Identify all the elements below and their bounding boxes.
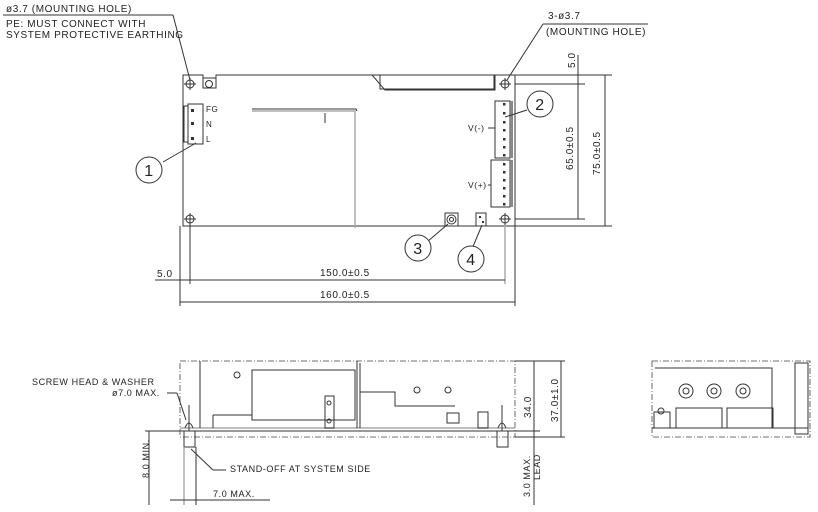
dim-component-height: 34.0 [523,396,534,418]
mounting-hole-icon [499,213,511,225]
dim-left-offset: 5.0 [157,269,173,280]
end-envelope [651,360,811,438]
note-pe-line2: SYSTEM PROTECTIVE EARTHING [6,30,184,41]
output-connector-vplus [490,159,511,208]
label-l: L [206,135,211,144]
side-envelope [179,360,516,438]
output-connector-vminus [494,100,511,159]
dim-hole-pitch-h: 150.0±0.5 [320,268,370,279]
label-n: N [206,120,212,129]
callout-3: 3 [413,241,423,258]
adjust-potentiometer [444,212,459,227]
note-pe-hole: ø3.7 (MOUNTING HOLE) [6,4,132,15]
callout-4: 4 [466,252,476,269]
board-outline [182,74,516,227]
dim-overall-thickness: 37.0±1.0 [550,378,561,422]
dim-washer-max: 7.0 MAX. [213,489,255,499]
label-fg: FG [206,105,218,114]
aux-connector [475,212,487,227]
heatsink-top [379,74,495,90]
dim-lead-max: 3.0 MAX. [522,455,532,497]
mounting-hole-icon [499,78,511,90]
label-vminus: V(-) [468,123,485,133]
note-screw-max: ø7.0 MAX. [112,388,160,398]
note-mounting-label: (MOUNTING HOLE) [546,27,646,38]
input-connector [187,103,204,145]
end-view [651,360,811,438]
note-mounting-count: 3-ø3.7 [548,11,581,22]
side-view: SCREW HEAD & WASHER ø7.0 MAX. 8.0 MIN. 7… [32,360,565,505]
dim-standoff-min: 8.0 MIN. [141,439,151,478]
note-pe-line1: PE: MUST CONNECT WITH [6,19,146,30]
mounting-hole-icon [184,213,196,225]
dim-hole-pitch-v: 65.0±0.5 [565,126,576,170]
dim-overall-height: 75.0±0.5 [592,131,603,175]
dim-overall-length: 160.0±0.5 [320,290,370,301]
note-standoff: STAND-OFF AT SYSTEM SIDE [230,464,371,474]
note-screw-head: SCREW HEAD & WASHER [32,377,155,387]
top-view: FG N L V(-) V(+) 1 2 [3,4,648,306]
label-vplus: V(+) [468,180,487,190]
dim-lead-label: LEAD [532,454,542,480]
dim-top-offset: 5.0 [567,52,578,68]
callout-2: 2 [535,97,545,114]
callout-1: 1 [144,163,154,180]
